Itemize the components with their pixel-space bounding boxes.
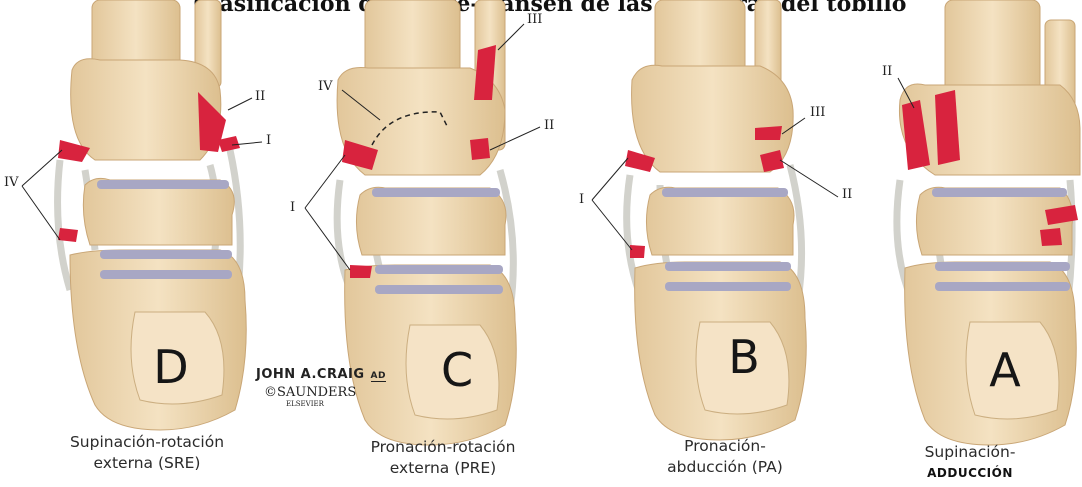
panel-c-cartilage-lower [375, 265, 503, 274]
panel-d-cartilage-lower [100, 250, 232, 259]
panel-letter-a: A [975, 343, 1035, 397]
label-d-iv: IV [4, 175, 19, 190]
panel-b-fracture-1 [755, 126, 782, 140]
caption-c-line1: Pronación-rotación [348, 437, 538, 458]
caption-b-line2: abducción (PA) [640, 457, 810, 478]
panel-b-cartilage-upper [662, 188, 788, 197]
label-b-ii: II [842, 187, 852, 202]
credit-signature: JOHN A.CRAIG [256, 367, 365, 382]
caption-c: Pronación-rotación externa (PRE) [348, 437, 538, 479]
caption-d-line1: Supinación-rotación [52, 432, 242, 453]
panel-a-cartilage-mid [935, 282, 1070, 291]
caption-b: Pronación- abducción (PA) [640, 436, 810, 478]
panel-d-cartilage-upper [97, 180, 229, 189]
leader-b-ii [780, 160, 838, 197]
panel-c-cartilage-mid [375, 285, 503, 294]
label-c-ii: II [544, 118, 554, 133]
label-a-ii: II [882, 64, 892, 79]
panel-d-distal-tibia [71, 59, 221, 160]
panel-letter-b: B [714, 330, 774, 384]
caption-a: Supinación- ADDUCCIÓN [905, 442, 1035, 484]
label-d-i: I [266, 133, 271, 148]
panel-c-cartilage-upper [372, 188, 500, 197]
panel-a-cartilage-lower [935, 262, 1070, 271]
panel-d-fracture-3 [58, 228, 78, 242]
leader-d-ii [228, 98, 252, 110]
credit-publisher: ©SAUNDERS [264, 385, 406, 400]
caption-a-line1: Supinación- [905, 442, 1035, 463]
caption-d-line2: externa (SRE) [52, 453, 242, 474]
label-b-iii: III [810, 105, 825, 120]
panel-letter-d: D [141, 340, 201, 394]
label-d-ii: II [255, 89, 265, 104]
panel-b-cartilage-lower [665, 262, 791, 271]
panel-a-cartilage-upper [932, 188, 1067, 197]
label-c-iv: IV [318, 79, 333, 94]
label-b-i: I [579, 192, 584, 207]
panel-c-fracture-4 [350, 265, 372, 278]
caption-c-line2: externa (PRE) [348, 458, 538, 479]
panel-b-cartilage-mid [665, 282, 791, 291]
panel-d-cartilage-mid [100, 270, 232, 279]
panel-c-fracture-3 [470, 138, 490, 160]
panel-b-fracture-4 [630, 245, 645, 258]
credit-signature-row: JOHN A.CRAIG AD [256, 363, 406, 382]
panel-letter-c: C [427, 343, 487, 397]
caption-d: Supinación-rotación externa (SRE) [52, 432, 242, 474]
leader-b-i-1 [592, 158, 628, 200]
leader-c-i-2 [305, 208, 350, 270]
caption-a-line2: ADDUCCIÓN [905, 463, 1035, 484]
label-c-i: I [290, 200, 295, 215]
panel-b-talus [646, 187, 794, 255]
caption-b-line1: Pronación- [640, 436, 810, 457]
artist-credit: JOHN A.CRAIG AD ©SAUNDERS ELSEVIER [256, 363, 406, 408]
label-c-iii: III [527, 12, 542, 27]
credit-signature-suffix: AD [371, 371, 386, 382]
panel-a-fracture-4 [1040, 228, 1062, 246]
credit-imprint: ELSEVIER [286, 400, 406, 408]
panel-c-talus [356, 187, 506, 255]
